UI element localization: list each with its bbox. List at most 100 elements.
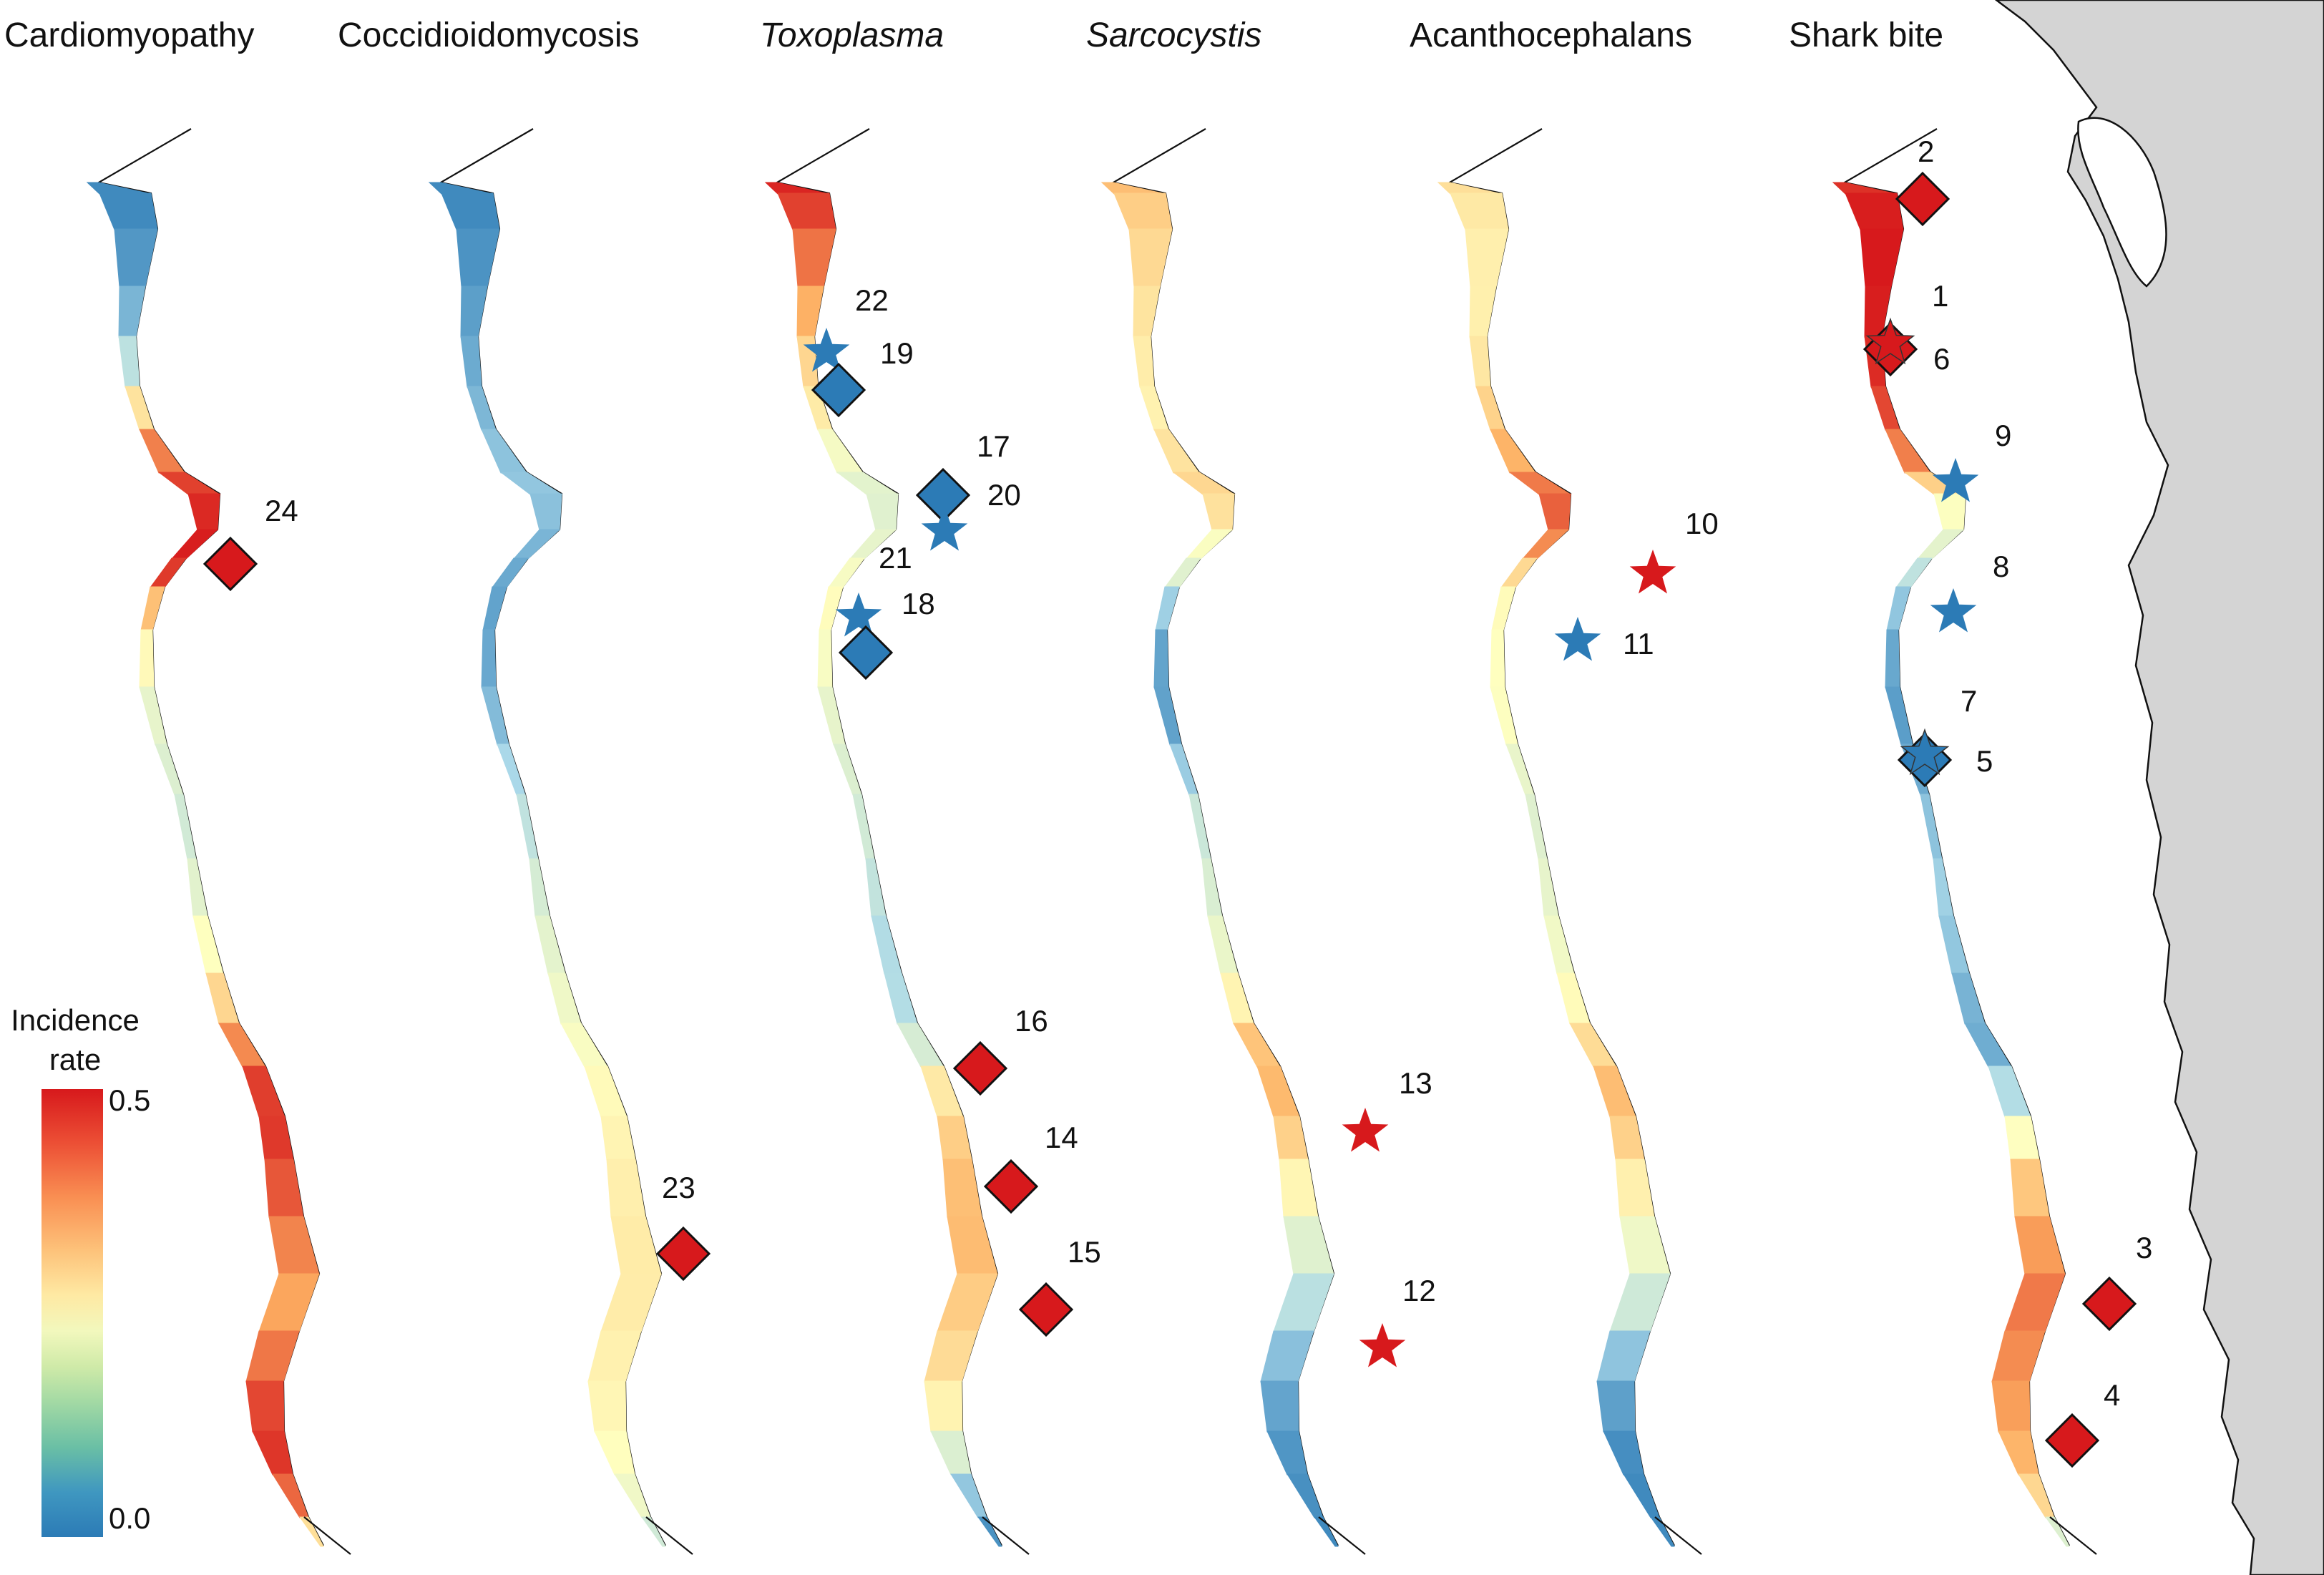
incidence-segment <box>245 1330 300 1383</box>
star-symbol <box>1342 1108 1389 1152</box>
site-marker-6: 6 <box>1862 317 1950 377</box>
incidence-segment <box>272 1473 309 1518</box>
incidence-segment <box>2004 1116 2040 1161</box>
incidence-segment <box>924 1380 963 1433</box>
incidence-segment <box>1885 629 1900 688</box>
site-marker-8: 8 <box>1930 550 2009 633</box>
incidence-segment <box>817 686 846 746</box>
site-label: 5 <box>1976 744 1993 778</box>
incidence-segment <box>1286 1473 1324 1518</box>
incidence-segment <box>1202 493 1235 531</box>
incidence-segment <box>866 493 899 531</box>
site-marker-21: 21 <box>879 541 912 575</box>
site-label: 20 <box>987 478 1021 512</box>
incidence-segment <box>1139 386 1169 431</box>
incidence-segment <box>600 1116 636 1161</box>
coastline-tail <box>982 1516 1030 1555</box>
site-label: 12 <box>1402 1274 1436 1307</box>
site-label: 9 <box>1995 419 2011 452</box>
incidence-segment <box>1650 1516 1675 1547</box>
site-label: 3 <box>2136 1231 2152 1264</box>
site-marker-19: 19 <box>803 328 914 372</box>
incidence-segment <box>924 1330 978 1383</box>
site-marker-17: 17 <box>915 429 1010 523</box>
site-marker-3: 3 <box>2081 1231 2152 1332</box>
incidence-segment <box>482 586 507 631</box>
incidence-segment <box>467 386 497 431</box>
panel-title-cardiomyopathy: Cardiomyopathy <box>4 16 255 54</box>
incidence-segment <box>1609 1273 1671 1332</box>
site-marker-1: 1 <box>1932 279 1948 313</box>
incidence-segment <box>817 429 864 474</box>
incidence-segment <box>428 182 494 195</box>
incidence-segment <box>1609 1116 1645 1161</box>
legend-color-bar <box>42 1089 103 1537</box>
incidence-segment <box>245 1380 285 1433</box>
incidence-segment <box>1437 182 1503 195</box>
incidence-segment <box>1920 794 1943 860</box>
site-marker-16: 16 <box>952 1004 1048 1096</box>
diamond-symbol <box>952 1040 1008 1096</box>
incidence-segment <box>871 915 902 975</box>
star-symbol <box>1865 317 1915 365</box>
star-symbol <box>1554 617 1601 661</box>
incidence-segment <box>584 1066 628 1118</box>
incidence-segment <box>930 1430 972 1476</box>
incidence-segment <box>1933 493 1966 531</box>
incidence-segment <box>1895 557 1933 588</box>
incidence-segment <box>1623 1473 1660 1518</box>
legend-max-label: 0.5 <box>109 1083 151 1117</box>
site-label: 7 <box>1961 684 1977 718</box>
incidence-segment <box>977 1516 1002 1547</box>
incidence-segment <box>252 1430 293 1476</box>
coastline-layer <box>86 128 2097 1555</box>
site-label: 14 <box>1045 1121 1078 1154</box>
incidence-segment <box>1164 557 1201 588</box>
incidence-segment <box>1951 972 1986 1025</box>
incidence-segment <box>942 1159 982 1218</box>
site-label: 17 <box>977 429 1010 463</box>
incidence-segment <box>264 1159 304 1218</box>
incidence-segment <box>1153 429 1200 474</box>
incidence-segment <box>529 493 562 531</box>
site-label: 21 <box>879 541 912 575</box>
incidence-segment <box>937 1116 972 1161</box>
incidence-segment <box>817 629 833 688</box>
site-label: 2 <box>1918 135 1934 168</box>
site-marker-14: 14 <box>983 1121 1078 1214</box>
site-label: 22 <box>855 283 889 317</box>
incidence-segment <box>865 858 887 917</box>
site-marker-7: 7 <box>1961 684 1977 718</box>
incidence-segment <box>1991 1330 2046 1383</box>
site-label: 19 <box>880 336 914 370</box>
coastline-tail <box>1654 1516 1702 1555</box>
coast-panel-sarcocystis <box>1100 128 1366 1555</box>
panel-title-shark-bite: Shark bite <box>1789 16 1944 54</box>
diamond-symbol <box>655 1226 711 1282</box>
site-marker-20: 20 <box>921 478 1021 551</box>
incidence-segment <box>614 1473 651 1518</box>
site-label: 10 <box>1685 507 1719 540</box>
incidence-segment <box>456 228 500 288</box>
incidence-segment <box>139 629 155 688</box>
incidence-segment <box>600 1273 662 1332</box>
site-marker-15: 15 <box>1018 1235 1101 1337</box>
incidence-segment <box>242 1066 285 1118</box>
site-label: 13 <box>1399 1066 1432 1100</box>
incidence-segment <box>828 557 865 588</box>
incidence-segment <box>849 529 897 560</box>
incidence-segment <box>947 1216 998 1275</box>
site-marker-23: 23 <box>655 1171 711 1282</box>
star-symbol <box>803 328 850 372</box>
site-label: 24 <box>265 494 298 527</box>
incidence-segment <box>1465 228 1509 288</box>
incidence-segment <box>1128 228 1173 288</box>
incidence-segment <box>139 429 185 474</box>
incidence-segment <box>1133 336 1155 388</box>
incidence-segment <box>1490 686 1518 746</box>
star-symbol <box>1930 588 1977 633</box>
incidence-segment <box>187 493 220 531</box>
incidence-segment <box>258 1273 320 1332</box>
incidence-segment <box>560 1023 608 1068</box>
